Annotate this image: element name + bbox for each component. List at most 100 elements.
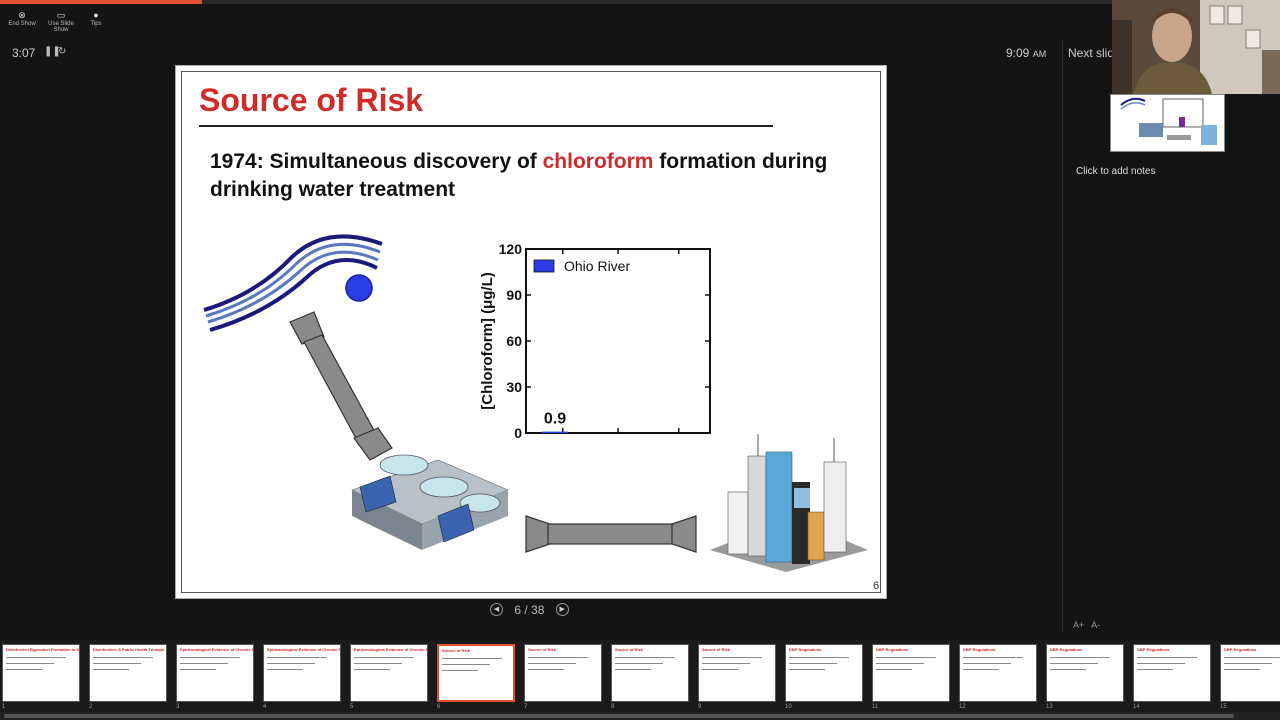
thumbnail-text-line [702, 657, 762, 658]
thumbnail-text-line [1050, 663, 1098, 664]
thumbnail-title: DBP Regulations [1137, 647, 1170, 652]
notes-area[interactable]: Click to add notes [1076, 166, 1156, 177]
pause-icon[interactable]: ❚❚ [44, 46, 61, 57]
end-show-button[interactable]: ⊗ End Show [4, 10, 40, 27]
slide-filmstrip: Disinfection Byproduct Formation in Drin… [0, 640, 1280, 720]
thumbnail-text-line [1224, 657, 1280, 658]
y-tick-label: 0 [514, 425, 522, 441]
increase-font-button[interactable]: A+ [1073, 620, 1085, 630]
thumbnail-title: Epidemiological Evidence of Chronic Risk [354, 647, 428, 652]
slide-thumbnail[interactable]: DBP Regulations [1046, 644, 1124, 702]
thumbnail-title: Disinfection: A Public Health Triumph [93, 647, 165, 652]
thumbnail-text-line [1137, 663, 1185, 664]
slide-counter: 6 / 38 [514, 602, 545, 617]
next-slide-preview[interactable] [1110, 94, 1225, 152]
thumbnail-text-line [528, 663, 576, 664]
previous-slide-icon[interactable]: ◀ [490, 603, 503, 617]
chart-bar [542, 431, 568, 433]
slide-thumbnail[interactable]: DBP Regulations [785, 644, 863, 702]
thumbnail-text-line [93, 669, 129, 670]
clock: 9:09 AM [1006, 46, 1046, 60]
slide-thumbnail[interactable]: DBP Regulations [872, 644, 950, 702]
decrease-font-button[interactable]: A- [1091, 620, 1101, 630]
thumbnail-text-line [702, 663, 750, 664]
use-slide-show-button[interactable]: ▭ Use Slide Show [40, 10, 82, 33]
thumbnail-title: Source of Risk [702, 647, 731, 652]
slide-thumbnail[interactable]: Source of Risk [698, 644, 776, 702]
slide-thumbnail[interactable]: Source of Risk [611, 644, 689, 702]
thumbnail-text-line [963, 663, 1011, 664]
next-slide-icon[interactable]: ▶ [555, 603, 569, 617]
slide-thumbnail[interactable]: Epidemiological Evidence of Chronic Risk [263, 644, 341, 702]
slide-thumbnail[interactable]: DBP Regulations [1133, 644, 1211, 702]
reset-timer-icon[interactable]: ↻ [58, 46, 67, 57]
city-skyline [710, 434, 868, 572]
close-icon: ⊗ [18, 10, 26, 20]
y-tick-label: 120 [499, 241, 523, 257]
thumbnail-number: 12 [959, 704, 966, 710]
slide-number: 6 [873, 580, 880, 592]
tips-label: Tips [90, 21, 102, 27]
tips-button[interactable]: ● Tips [78, 10, 114, 27]
slide-thumbnail[interactable]: Source of Risk [437, 644, 515, 702]
thumbnail-text-line [876, 657, 936, 658]
thumbnail-text-line [267, 663, 315, 664]
slide-thumbnail[interactable]: DBP Regulations [959, 644, 1037, 702]
intake-pipe [289, 311, 393, 461]
thumbnail-text-line [528, 657, 588, 658]
thumbnail-number: 13 [1046, 704, 1053, 710]
thumbnail-text-line [180, 669, 216, 670]
slide-thumbnail[interactable]: Disinfection Byproduct Formation in Drin… [2, 644, 80, 702]
slide-thumbnail[interactable]: Disinfection: A Public Health Triumph [89, 644, 167, 702]
webcam-video [1112, 0, 1280, 94]
thumbnail-number: 1 [2, 704, 6, 710]
thumbnail-number: 8 [611, 704, 615, 710]
slide-thumbnail[interactable]: DBP Regulations [1220, 644, 1280, 702]
thumbnail-title: Epidemiological Evidence of Chronic Risk [267, 647, 341, 652]
clock-time: 9:09 [1006, 46, 1030, 60]
thumbnail-title: DBP Regulations [789, 647, 822, 652]
thumbnail-text-line [963, 669, 999, 670]
thumbnail-number: 11 [872, 704, 879, 710]
thumbnail-text-line [615, 669, 651, 670]
pane-divider[interactable] [1062, 40, 1063, 632]
elapsed-timer: 3:07 [12, 46, 36, 60]
thumbnail-title: Source of Risk [615, 647, 644, 652]
thumbnail-title: DBP Regulations [876, 647, 909, 652]
treatment-plant [351, 454, 509, 550]
slide-title: Source of Risk [199, 82, 424, 118]
thumbnail-title: DBP Regulations [963, 647, 996, 652]
use-slide-show-label: Use Slide Show [48, 21, 74, 33]
thumbnail-text-line [442, 658, 502, 659]
bar-data-label: 0.9 [544, 411, 566, 428]
thumbnail-text-line [180, 657, 240, 658]
thumbnail-text-line [876, 663, 924, 664]
slide-thumbnail[interactable]: Source of Risk [524, 644, 602, 702]
thumbnail-text-line [6, 663, 54, 664]
monitor-icon: ▭ [56, 10, 66, 20]
thumbnail-number: 10 [785, 704, 792, 710]
end-show-label: End Show [8, 21, 36, 27]
thumbnail-text-line [702, 669, 738, 670]
thumbnail-text-line [442, 664, 490, 665]
thumbnail-title: Source of Risk [442, 648, 471, 653]
thumbnail-text-line [1224, 663, 1272, 664]
thumbnail-text-line [1224, 669, 1260, 670]
thumbnail-text-line [876, 669, 912, 670]
thumbnail-title: DBP Regulations [1050, 647, 1083, 652]
distribution-pipe [525, 515, 697, 553]
thumbnail-text-line [615, 663, 663, 664]
title-rule [199, 125, 773, 127]
headline-part-a: 1974: Simultaneous discovery of [210, 150, 543, 173]
thumbnail-title: Disinfection Byproduct Formation in Drin… [6, 647, 80, 652]
y-tick-label: 30 [506, 379, 522, 395]
slide-thumbnail[interactable]: Epidemiological Evidence of Chronic Risk [350, 644, 428, 702]
slide-thumbnail[interactable]: Epidemiological Evidence of Chronic Risk [176, 644, 254, 702]
y-axis-label: [Chloroform] (μg/L) [479, 272, 496, 409]
clock-ampm: AM [1032, 49, 1047, 59]
thumbnail-text-line [354, 669, 390, 670]
filmstrip-scrollbar[interactable] [0, 712, 1280, 720]
scrollbar-thumb[interactable] [4, 714, 1234, 718]
